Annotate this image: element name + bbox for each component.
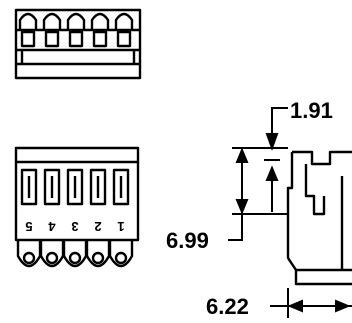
side-view-latch bbox=[304, 164, 326, 216]
pin-number-1: 1 bbox=[117, 219, 124, 234]
pin-number-group: 5 4 3 2 1 bbox=[25, 219, 124, 234]
front-view-slot-4 bbox=[43, 168, 61, 206]
dim-1-91-arrow-up bbox=[265, 165, 279, 181]
front-view-slot-5 bbox=[20, 168, 38, 206]
front-view-slot-3 bbox=[66, 168, 84, 206]
pin-number-4: 4 bbox=[48, 219, 56, 234]
front-view-wire-hole-4 bbox=[45, 251, 59, 265]
dimension-label-6-22: 6.22 bbox=[206, 294, 249, 319]
front-view-lobe-1 bbox=[108, 240, 134, 268]
top-view-latch-5 bbox=[114, 12, 134, 30]
front-view-wire-hole-3 bbox=[68, 251, 82, 265]
dim-1-91-arrow bbox=[265, 133, 279, 151]
front-view bbox=[14, 146, 140, 268]
dimension-lines bbox=[228, 107, 352, 318]
pin-number-2: 2 bbox=[94, 219, 101, 234]
front-view-wire-hole-2 bbox=[91, 251, 105, 265]
front-view-slot-1 bbox=[112, 168, 130, 206]
front-view-wire-hole-5 bbox=[22, 251, 36, 265]
top-view-latch-2 bbox=[42, 12, 62, 30]
front-view-body bbox=[14, 146, 140, 242]
dim-6-99-leader bbox=[228, 206, 243, 241]
top-view-window-3 bbox=[68, 30, 84, 48]
dimension-label-6-99: 6.99 bbox=[166, 228, 209, 253]
top-view-latch-3 bbox=[66, 12, 86, 30]
top-view-latch-1 bbox=[18, 12, 38, 30]
top-view-window-4 bbox=[92, 30, 108, 48]
front-view-wire-hole-1 bbox=[114, 251, 128, 265]
side-view-outline bbox=[286, 150, 352, 286]
front-view-slot-2 bbox=[89, 168, 107, 206]
dim-6-22-arrow-right bbox=[335, 299, 351, 313]
dim-6-22-arrow-left bbox=[287, 299, 303, 313]
dim-6-99-arrow-top bbox=[235, 147, 249, 163]
top-view-window-1 bbox=[20, 30, 36, 48]
side-view bbox=[286, 150, 352, 286]
top-view bbox=[14, 8, 142, 80]
pin-number-5: 5 bbox=[25, 219, 32, 234]
top-view-body bbox=[14, 8, 142, 80]
top-view-window-5 bbox=[116, 30, 132, 48]
dimension-label-1-91: 1.91 bbox=[290, 98, 333, 123]
top-view-latch-4 bbox=[90, 12, 110, 30]
pin-number-3: 3 bbox=[71, 219, 78, 234]
top-view-window-2 bbox=[44, 30, 60, 48]
